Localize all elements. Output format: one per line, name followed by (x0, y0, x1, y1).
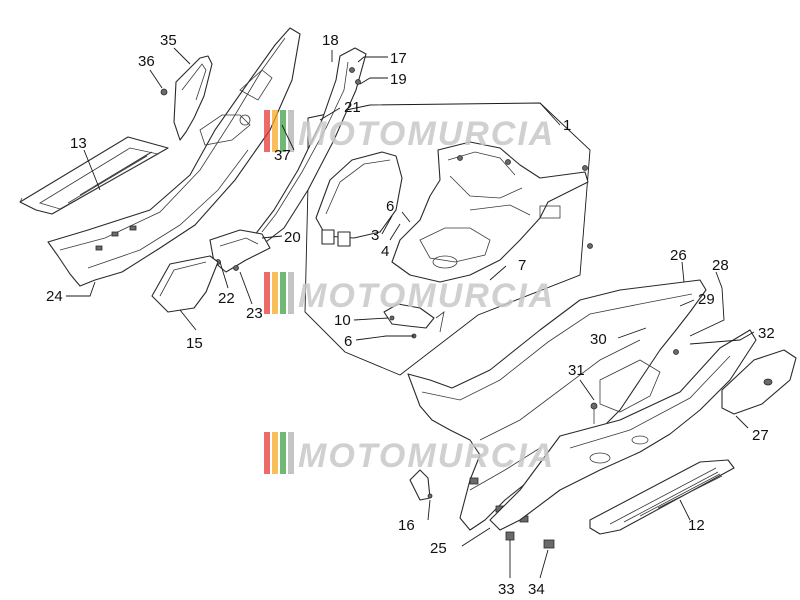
callout-6: 6 (344, 333, 352, 350)
part-27-oval-cover (721, 349, 797, 415)
part-24-side-panel-left (47, 27, 301, 287)
part-16-small-bracket (409, 469, 433, 501)
callout-3: 3 (371, 227, 379, 244)
part-31-screw (590, 402, 598, 424)
part-20-lower-bracket (209, 229, 271, 273)
callout-20: 20 (284, 229, 301, 246)
callout-19: 19 (390, 71, 407, 88)
callout-13: 13 (70, 135, 87, 152)
watermark-stripe (280, 432, 286, 474)
watermark-3: MOTOMURCIA (264, 432, 555, 475)
callout-16: 16 (398, 517, 415, 534)
callout-6: 6 (386, 198, 394, 215)
callout-21: 21 (344, 99, 361, 116)
callout-25: 25 (430, 540, 447, 557)
watermark-stripe (280, 110, 286, 152)
watermark-stripe (272, 272, 278, 314)
watermark-stripe (272, 432, 278, 474)
callout-15: 15 (186, 335, 203, 352)
callout-23: 23 (246, 305, 263, 322)
callout-32: 32 (758, 325, 775, 342)
callout-36: 36 (138, 53, 155, 70)
watermark-stripe (280, 272, 286, 314)
part-36-screw (160, 88, 168, 96)
callout-1: 1 (563, 117, 571, 134)
callout-29: 29 (698, 291, 715, 308)
callout-33: 33 (498, 581, 515, 598)
watermark-stripe (288, 110, 294, 152)
callout-22: 22 (218, 290, 235, 307)
callout-28: 28 (712, 257, 729, 274)
watermark-text: MOTOMURCIA (298, 277, 555, 315)
part-33-clip (505, 531, 515, 541)
callout-27: 27 (752, 427, 769, 444)
part-12-footrest-mat-right (589, 459, 735, 535)
watermark-stripe (288, 432, 294, 474)
leader-lines (66, 47, 755, 579)
callout-30: 30 (590, 331, 607, 348)
callout-31: 31 (568, 362, 585, 379)
watermark-2: MOTOMURCIA (264, 272, 555, 315)
callout-12: 12 (688, 517, 705, 534)
part-10-bracket (383, 303, 445, 339)
part-34-clip (543, 539, 555, 549)
part-seat-pad (315, 151, 403, 247)
watermark-text: MOTOMURCIA (298, 437, 555, 475)
watermark-stripe (288, 272, 294, 314)
callout-24: 24 (46, 288, 63, 305)
callout-34: 34 (528, 581, 545, 598)
part-15-small-lid (151, 255, 219, 313)
part-35-small-cover (173, 55, 213, 141)
watermark-1: MOTOMURCIA (264, 110, 555, 153)
part-28-floor-panel (489, 329, 757, 531)
watermark-stripe (264, 272, 270, 314)
callout-10: 10 (334, 312, 351, 329)
watermark-text: MOTOMURCIA (298, 115, 555, 153)
callout-26: 26 (670, 247, 687, 264)
callout-18: 18 (322, 32, 339, 49)
callout-7: 7 (518, 257, 526, 274)
part-1-central-frame (391, 141, 593, 283)
callout-4: 4 (381, 243, 389, 260)
callout-17: 17 (390, 50, 407, 67)
watermark-stripe (264, 110, 270, 152)
assembly-group-outline (304, 102, 591, 376)
watermark-stripe (272, 110, 278, 152)
callout-labels: 1 3 4 6 6 7 10 12 13 15 16 17 18 19 20 2… (46, 32, 775, 598)
callout-35: 35 (160, 32, 177, 49)
callout-37: 37 (274, 147, 291, 164)
watermark-stripe (264, 432, 270, 474)
